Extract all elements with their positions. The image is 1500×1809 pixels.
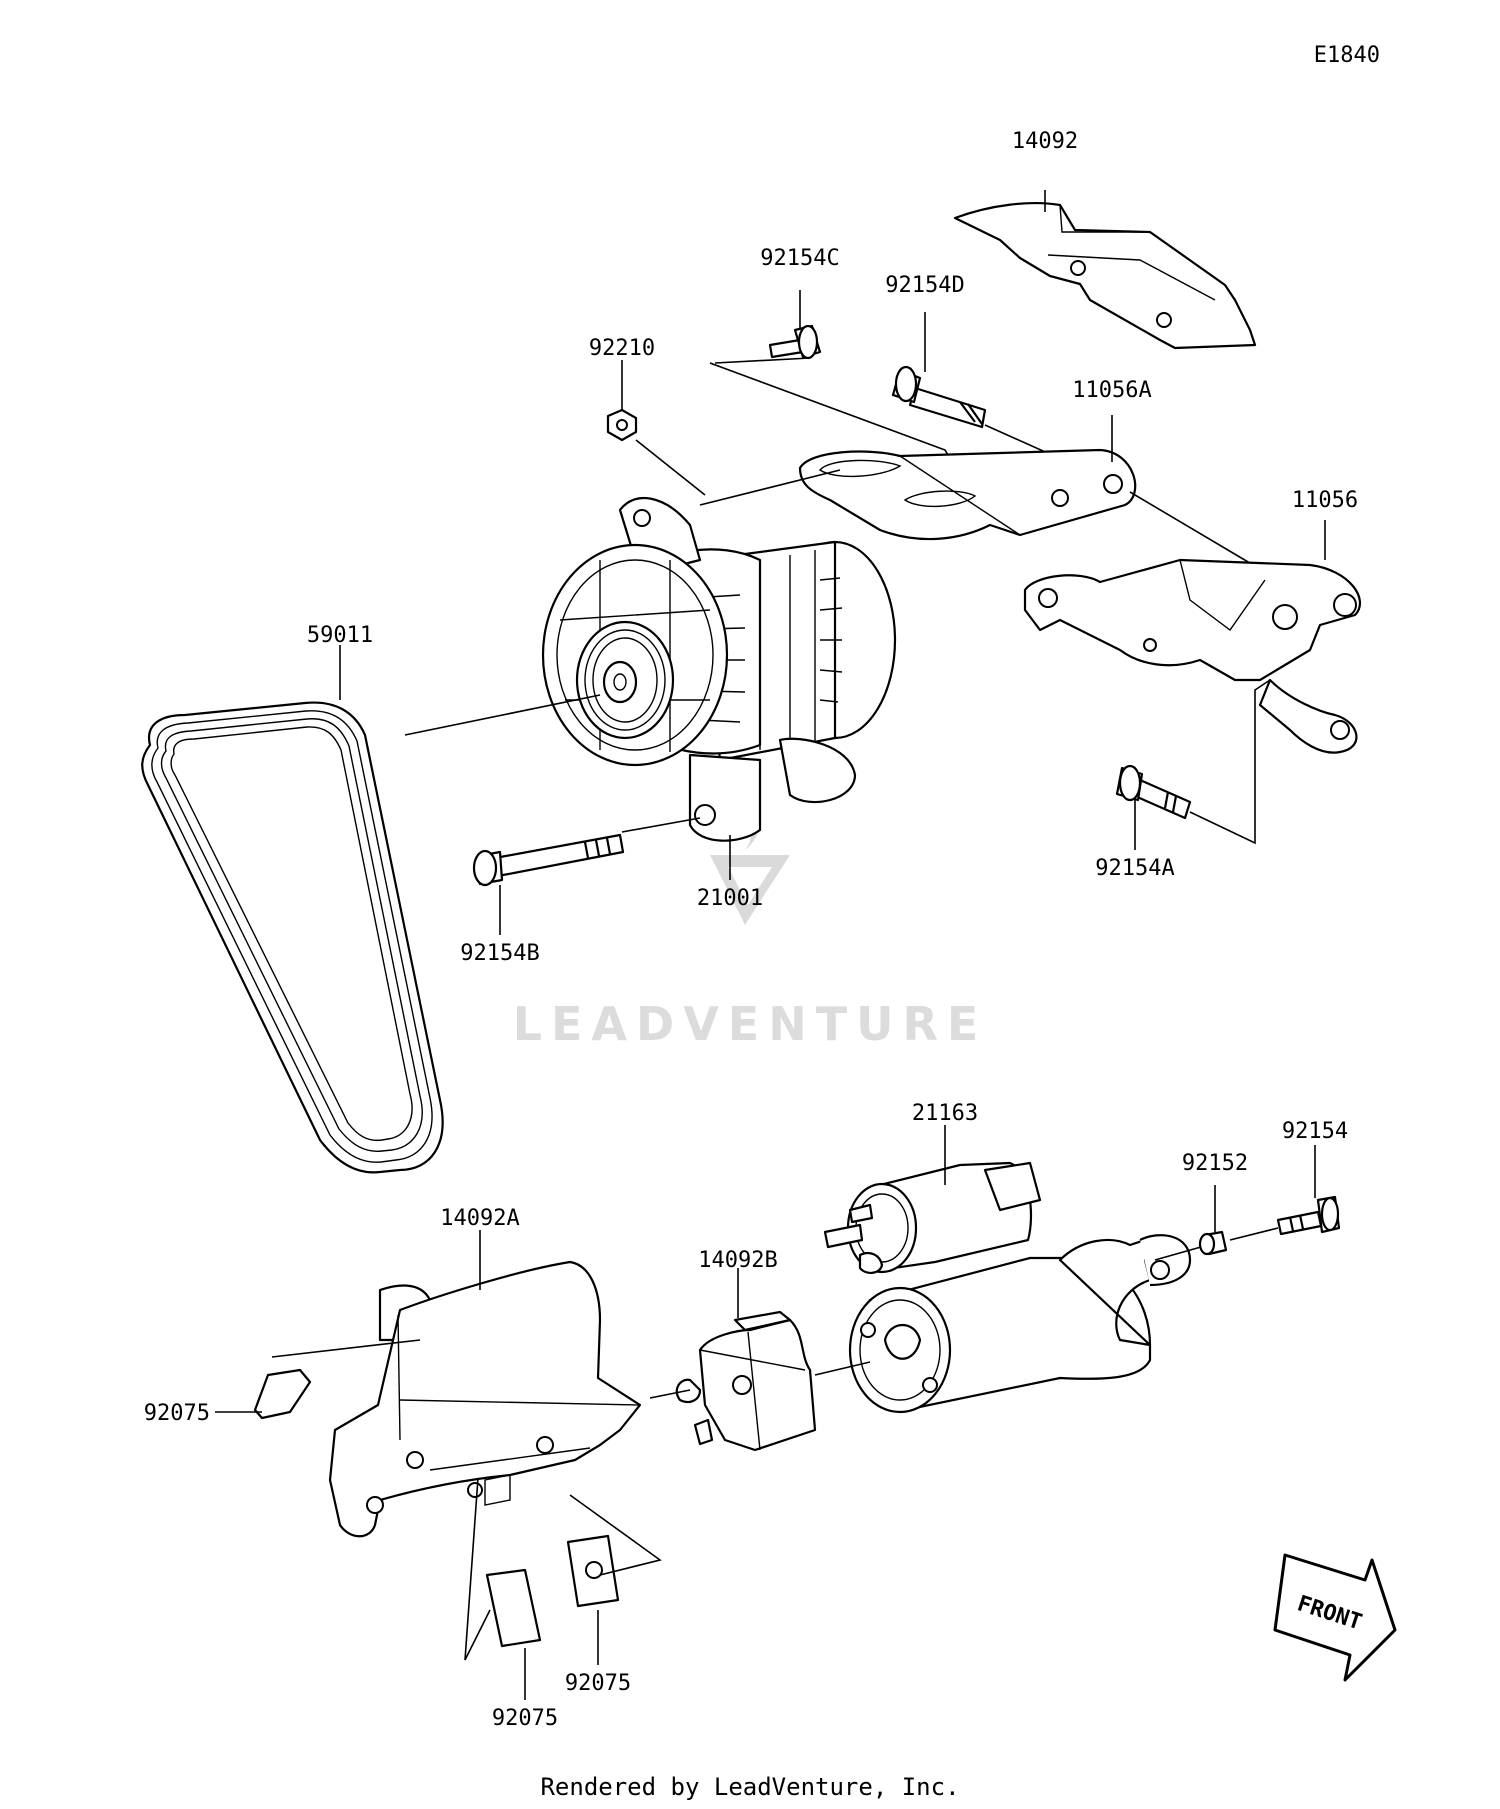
- label-14092A: 14092A: [440, 1206, 519, 1231]
- label-92152: 92152: [1182, 1151, 1248, 1176]
- label-92154C: 92154C: [760, 246, 839, 271]
- part-92075-pad-left[interactable]: [253, 1368, 312, 1420]
- label-92210: 92210: [589, 336, 655, 361]
- part-92154-bolt[interactable]: [1276, 1195, 1341, 1236]
- part-92154C-bolt[interactable]: [768, 324, 822, 360]
- part-11056-bracket[interactable]: [1023, 558, 1362, 754]
- watermark-text: LEADVENTURE: [513, 997, 988, 1051]
- label-14092B: 14092B: [698, 1248, 777, 1273]
- label-59011: 59011: [307, 623, 373, 648]
- part-92154D-bolt[interactable]: [891, 365, 987, 429]
- part-92210-nut[interactable]: [606, 408, 638, 442]
- part-14092-cover[interactable]: [953, 202, 1257, 350]
- credit-text: Rendered by LeadVenture, Inc.: [540, 1773, 959, 1801]
- part-92154A-bolt[interactable]: [1115, 764, 1192, 820]
- label-11056A: 11056A: [1072, 378, 1151, 403]
- part-14092B-cover[interactable]: [675, 1310, 817, 1452]
- front-arrow-icon: FRONT: [1273, 1553, 1397, 1682]
- label-92075-right: 92075: [565, 1671, 631, 1696]
- label-92075-bottom: 92075: [492, 1706, 558, 1731]
- part-14092A-shield[interactable]: [328, 1260, 642, 1538]
- part-92075-pad-bottom[interactable]: [485, 1568, 542, 1648]
- label-21001: 21001: [697, 886, 763, 911]
- label-11056: 11056: [1292, 488, 1358, 513]
- part-92152-collar[interactable]: [1198, 1230, 1228, 1256]
- part-11056A-bracket[interactable]: [798, 448, 1137, 541]
- label-92154: 92154: [1282, 1119, 1348, 1144]
- label-92075-left: 92075: [144, 1401, 210, 1426]
- label-92154A: 92154A: [1095, 856, 1174, 881]
- label-92154D: 92154D: [885, 273, 964, 298]
- label-92154B: 92154B: [460, 941, 539, 966]
- diagram-id: E1840: [1314, 43, 1380, 68]
- label-14092: 14092: [1012, 129, 1078, 154]
- part-21163-starter[interactable]: [823, 1161, 1192, 1414]
- label-21163: 21163: [912, 1101, 978, 1126]
- part-92075-pad-right[interactable]: [566, 1534, 620, 1608]
- part-59011-belt[interactable]: [141, 701, 444, 1174]
- part-92154B-bolt[interactable]: [472, 833, 625, 887]
- part-21001-alternator[interactable]: [541, 496, 897, 842]
